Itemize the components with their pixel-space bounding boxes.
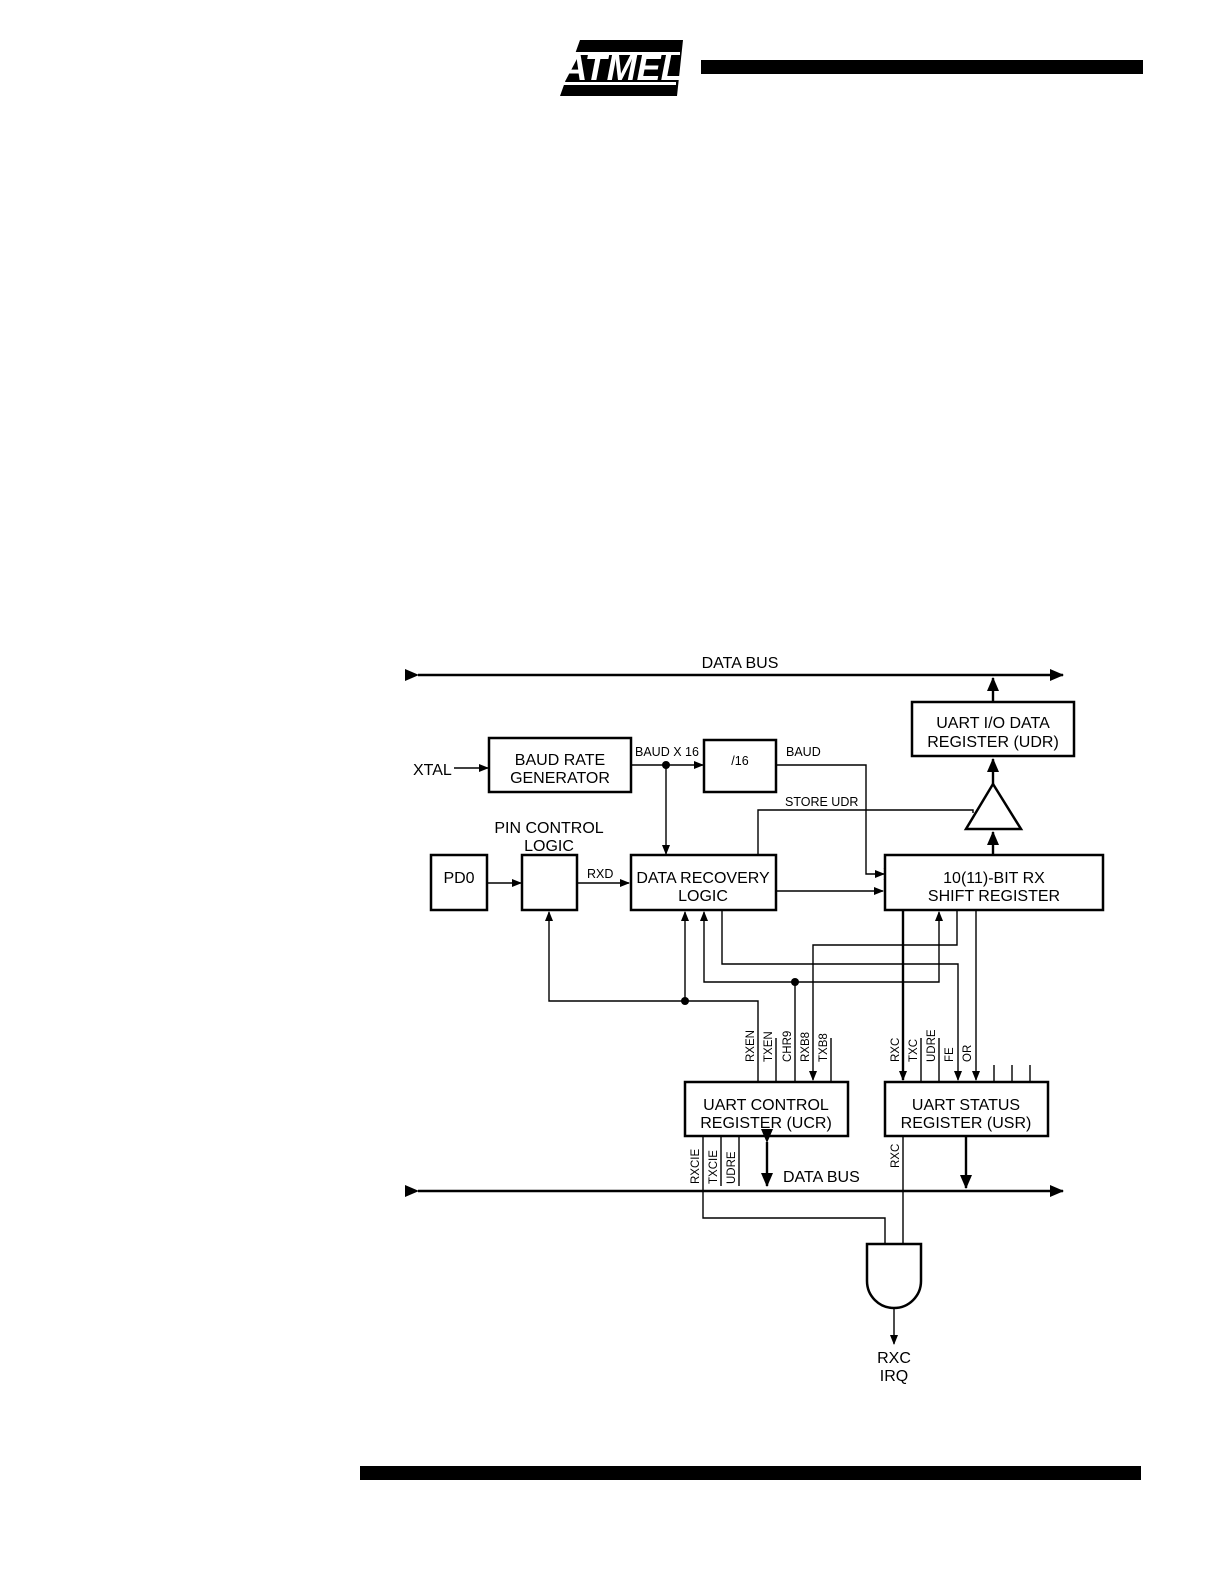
header-rule [701, 60, 1143, 74]
ucr-bit-labels: RXEN TXEN CHR9 RXB8 TXB8 [745, 1030, 830, 1062]
ucr-bit-udre: UDRE [726, 1151, 738, 1184]
and-gate [865, 1242, 923, 1310]
divide-by-16-block [702, 738, 778, 794]
store-buffer-triangle [963, 781, 1024, 831]
ucr-block [683, 1080, 850, 1138]
rx-shift-register-block [883, 853, 1105, 912]
usr-label-2: REGISTER (USR) [901, 1115, 1032, 1132]
xtal-label: XTAL [413, 762, 452, 779]
pin-control-block [520, 853, 579, 912]
baud-rate-generator-block [487, 736, 633, 794]
ucr-bit-txb8: TXB8 [818, 1033, 830, 1062]
data-recovery-label-1: DATA RECOVERY [636, 870, 770, 887]
pd0-label: PD0 [443, 870, 474, 887]
ucr-label-1: UART CONTROL [703, 1097, 829, 1114]
ucr-bit-txcie: TXCIE [708, 1150, 720, 1184]
usr-bottom-bit-rxc: RXC [890, 1144, 902, 1168]
pin-control-label-2: LOGIC [524, 838, 574, 855]
ucr-bit-rxcie: RXCIE [690, 1149, 702, 1184]
data-bus-top-label: DATA BUS [702, 655, 779, 672]
udr-label-1: UART I/O DATA [936, 715, 1050, 732]
usr-bit-txc: TXC [908, 1039, 920, 1062]
rxb8-wire [809, 910, 958, 1081]
pin-control-label-1: PIN CONTROL [494, 820, 603, 837]
ucr-bottom-bit-labels: RXCIE TXCIE UDRE [690, 1149, 738, 1184]
usr-bit-fe: FE [944, 1047, 956, 1062]
usr-bit-labels: RXC TXC UDRE FE OR [890, 1029, 974, 1062]
usr-label-1: UART STATUS [912, 1097, 1020, 1114]
chr9-to-shift-wire [795, 911, 943, 983]
data-bus-bottom-label: DATA BUS [783, 1169, 860, 1186]
ucr-bit-rxb8: RXB8 [800, 1032, 812, 1062]
baud-gen-label-1: BAUD RATE [515, 752, 605, 769]
usr-bit-udre: UDRE [926, 1029, 938, 1062]
store-udr-wire [757, 809, 974, 855]
baud-x16-label: BAUD X 16 [635, 745, 699, 759]
baud-label: BAUD [786, 745, 821, 759]
udr-block [910, 700, 1076, 758]
rxd-label: RXD [587, 867, 613, 881]
atmel-logo-text: ATMEL [560, 47, 682, 88]
ucr-label-2: REGISTER (UCR) [700, 1115, 832, 1132]
atmel-logo: ATMEL [560, 40, 683, 96]
rxen-to-pin-control-wire [545, 911, 759, 1081]
data-recovery-block [629, 853, 778, 912]
usr-block [883, 1080, 1050, 1138]
pd0-block [429, 853, 489, 912]
fe-flag-wire [721, 910, 962, 1081]
data-recovery-label-2: LOGIC [678, 888, 728, 905]
store-udr-label: STORE UDR [785, 795, 858, 809]
chr9-to-recovery-wire [700, 911, 796, 1081]
divide-by-16-label: /16 [731, 754, 748, 768]
usr-bit-or: OR [962, 1045, 974, 1062]
udr-label-2: REGISTER (UDR) [927, 734, 1059, 751]
usr-bit-rxc: RXC [890, 1038, 902, 1062]
ucr-bit-rxen: RXEN [745, 1030, 757, 1062]
footer-rule [360, 1466, 1141, 1480]
irq-label-1: RXC [877, 1350, 911, 1367]
shift-reg-label-1: 10(11)-BIT RX [943, 870, 1045, 887]
baud-gen-label-2: GENERATOR [510, 770, 610, 787]
shift-reg-label-2: SHIFT REGISTER [928, 888, 1060, 905]
baud-wire [776, 764, 885, 878]
rxcie-to-gate-wire [702, 1137, 886, 1244]
ucr-bit-chr9: CHR9 [782, 1031, 794, 1062]
irq-label-2: IRQ [880, 1368, 908, 1385]
ucr-bit-txen: TXEN [763, 1031, 775, 1062]
